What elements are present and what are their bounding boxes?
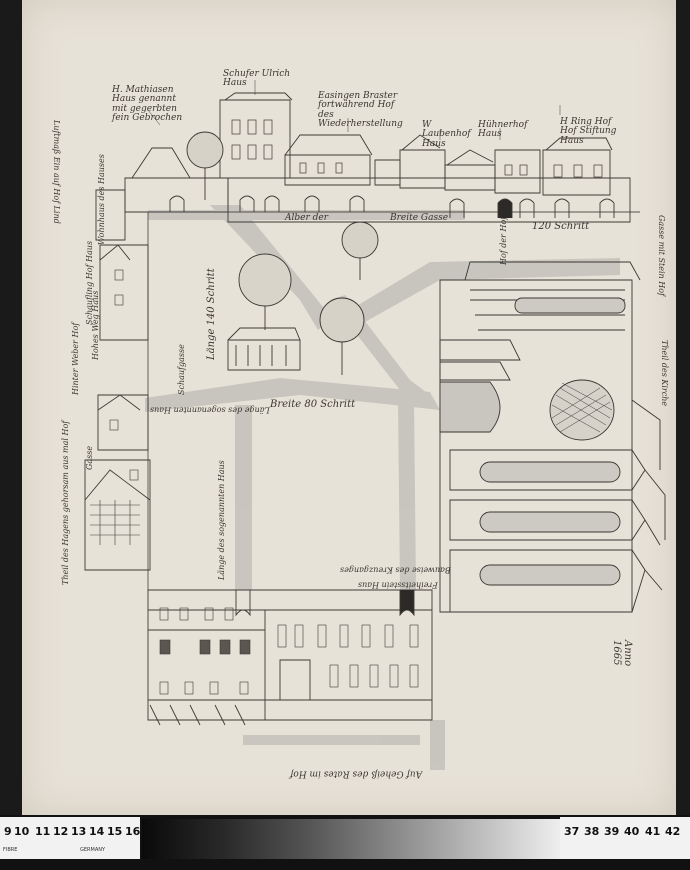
annotation-length-140: Länge 140 Schritt	[206, 268, 217, 360]
ruler-label: 42	[665, 825, 681, 838]
ruler-label: 10	[14, 825, 30, 838]
ruler-label: 12	[53, 825, 69, 838]
plan-drawing	[84, 80, 666, 770]
ruler-label: 14	[89, 825, 105, 838]
annotation-width-80: Breite 80 Schritt	[270, 399, 356, 410]
ruler-label: 40	[624, 825, 640, 838]
ruler-label: 39	[604, 825, 620, 838]
annotation-center-mirror: Länge des sogenannten Haus	[150, 405, 270, 415]
annotation-right-2: Theil des Kirche	[660, 340, 669, 407]
ruler-label: 9	[4, 825, 12, 838]
annotation-cross-1: Hof der Hof	[499, 216, 508, 265]
annotation-right-1: Gasse mit Stein Hof	[657, 215, 666, 296]
ruler-label: 38	[584, 825, 600, 838]
ruler-label: 15	[107, 825, 123, 838]
ruler-brand: FIBRE	[3, 847, 18, 853]
ruler-scale-left	[0, 817, 140, 859]
trees	[186, 131, 379, 375]
annotation-top-left-vertical: Luftmaß Ein auf Hof Lind	[52, 120, 61, 224]
ruler-label: 37	[564, 825, 580, 838]
annotation-center-vertical: Länge des sogenannten Haus	[217, 460, 226, 580]
left-buildings	[84, 189, 151, 571]
annotation-left-6: Theil des Hagens gehorsam aus mal Hof	[61, 420, 70, 585]
annotation-left-3: Hinter Weber Hof	[71, 322, 80, 395]
annotation-width-120: 120 Schritt	[532, 221, 590, 232]
ruler-scale-right	[560, 817, 690, 859]
annotation-left-5: Gasse	[85, 445, 94, 470]
top-arches	[169, 195, 615, 218]
ruler-label: 16	[125, 825, 141, 838]
top-buildings	[124, 92, 631, 223]
grey-scale-target	[142, 819, 560, 859]
ruler-label: 41	[645, 825, 661, 838]
church	[439, 261, 666, 613]
annotation-gate: Breite Gasse	[390, 213, 449, 223]
annotation-church-south: Bauweise des Kreuzganges	[340, 565, 451, 575]
ruler-label: 13	[71, 825, 87, 838]
annotation-church-bottom: Freiheitsstein Haus	[358, 580, 438, 590]
annotation-left-1: Wohnhaus des Hauses	[97, 154, 106, 245]
bottom-building	[147, 589, 433, 726]
ruler-country: GERMANY	[80, 847, 106, 853]
ruler-strip: 9 10 11 12 13 14 15 16 FIBRE GERMANY 37 …	[0, 815, 690, 870]
bottom-caption: Auf Geheiß des Rates im Hof	[290, 768, 423, 779]
shed	[227, 327, 301, 371]
ruler-label: 11	[35, 825, 51, 838]
annotation-cross-2: Schaufgasse	[177, 344, 186, 395]
annotation-street: Alber der	[285, 213, 329, 223]
annotation-left-4: Hohes Weg Haus	[91, 290, 100, 360]
